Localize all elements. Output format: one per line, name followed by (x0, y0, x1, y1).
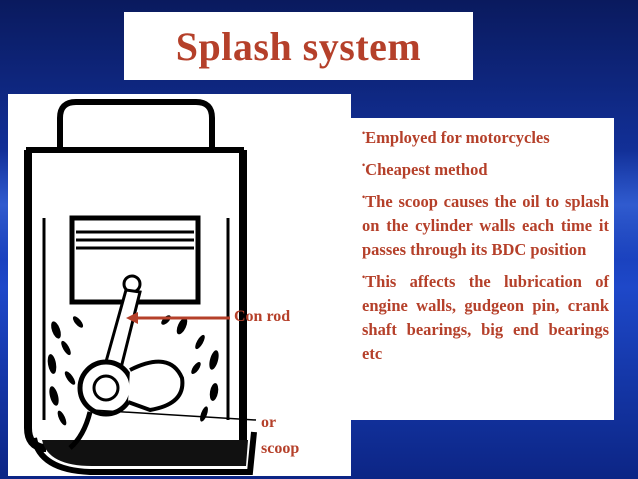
bullet-text: Employed for motorcycles (365, 128, 550, 147)
bullet-item: •This affects the lubrication of engine … (362, 270, 609, 366)
con-rod-arrow (126, 312, 230, 324)
crankcase-bottom (31, 431, 257, 475)
bullet-item: •The scoop causes the oil to splash on t… (362, 190, 609, 262)
title-box: Splash system (124, 12, 473, 80)
bullet-text: Cheapest method (365, 160, 488, 179)
or-label: or (261, 414, 277, 431)
crank-web (127, 359, 185, 413)
bullet-text: The scoop causes the oil to splash on th… (362, 192, 609, 259)
scoop-pointer-line (91, 409, 257, 421)
bullet-item: •Cheapest method (362, 158, 609, 182)
slide-title: Splash system (175, 23, 422, 69)
bullet-panel (351, 118, 614, 420)
con-rod-label: Con rod (234, 308, 291, 325)
scoop-label: scoop (261, 440, 300, 457)
scoop (68, 411, 93, 450)
bullet-text: This affects the lubrication of engine w… (362, 272, 609, 363)
bullet-item: •Employed for motorcycles (362, 126, 609, 150)
cylinder-head (57, 99, 215, 148)
oil-splash-drops (47, 315, 219, 426)
bullet-list: •Employed for motorcycles •Cheapest meth… (362, 126, 609, 374)
bullet-marker: • (362, 160, 366, 170)
oil-sump (42, 440, 248, 466)
bullet-marker: • (362, 192, 366, 202)
crank-pin (92, 374, 120, 402)
bullet-marker: • (362, 128, 366, 138)
bullet-marker: • (362, 272, 366, 282)
